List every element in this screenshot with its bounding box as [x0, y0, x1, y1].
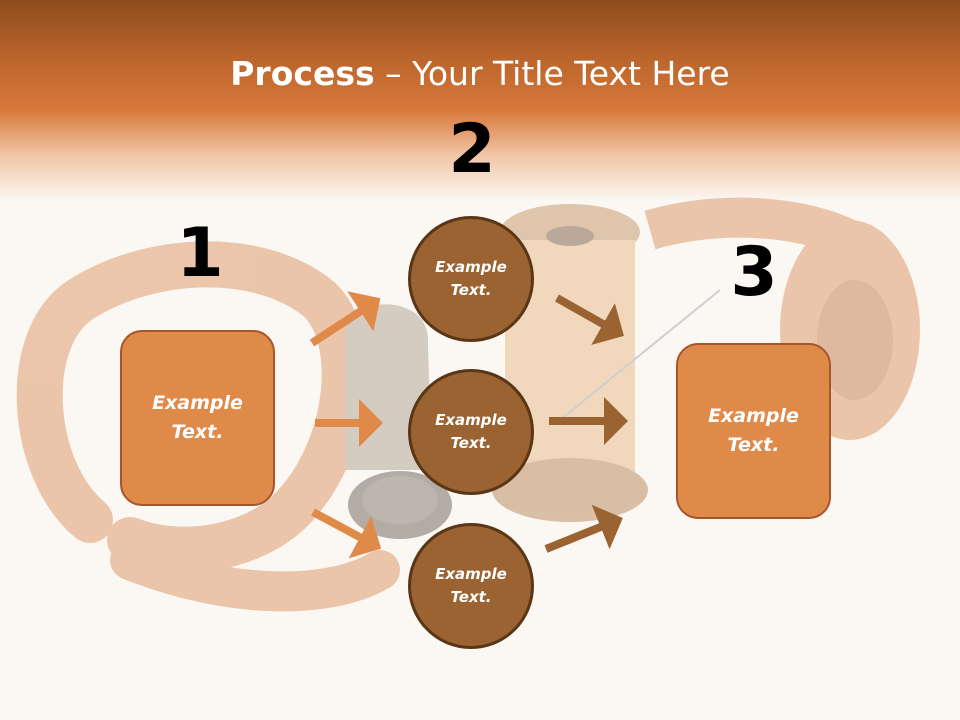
end-box-text: Example Text. [708, 405, 799, 456]
start-box-text: Example Text. [152, 392, 243, 443]
step-number-2: 2 [448, 110, 496, 189]
process-circle-bottom: Example Text. [408, 523, 534, 649]
step-number-3: 3 [730, 233, 778, 312]
end-box: Example Text. [676, 343, 831, 519]
header-banner [0, 0, 960, 200]
title-strong: Process [230, 54, 375, 93]
arrow-to-top [309, 291, 381, 347]
process-circle-middle: Example Text. [408, 369, 534, 495]
circle-text-middle: Example Text. [435, 411, 507, 452]
arrow-to-bottom [311, 508, 382, 559]
title-rest: – Your Title Text Here [374, 54, 730, 93]
arrow-from-top [555, 294, 624, 345]
process-circle-top: Example Text. [408, 216, 534, 342]
slide-title: Process – Your Title Text Here [0, 52, 960, 96]
circle-text-top: Example Text. [435, 258, 507, 299]
circle-text-bottom: Example Text. [435, 565, 507, 606]
step-number-1: 1 [176, 214, 224, 293]
arrow-from-bottom [544, 504, 623, 553]
start-box: Example Text. [120, 330, 275, 506]
